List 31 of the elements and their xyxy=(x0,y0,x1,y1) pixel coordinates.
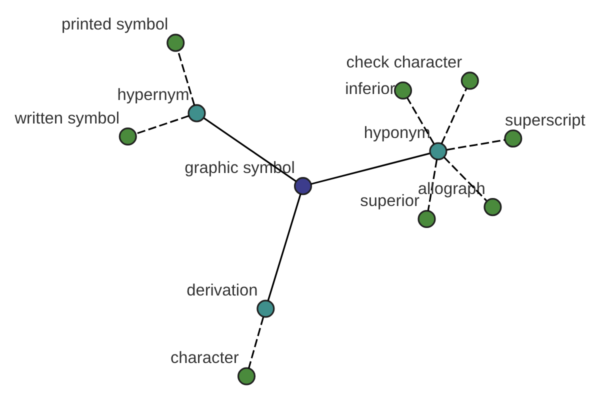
node-label: superior xyxy=(360,191,420,210)
connector xyxy=(440,88,468,144)
node-label: hyponym xyxy=(364,124,430,142)
node-circle xyxy=(188,104,206,122)
connector xyxy=(203,116,296,182)
connector xyxy=(177,50,196,105)
node-circle xyxy=(484,198,502,216)
connector xyxy=(248,316,264,368)
node-label: written symbol xyxy=(14,108,120,127)
node-circle xyxy=(429,142,448,160)
node-circle xyxy=(294,176,312,195)
node-circle xyxy=(238,366,256,385)
node-label: hypernym xyxy=(117,86,190,104)
node-circle xyxy=(118,126,137,146)
node-circle xyxy=(166,33,185,52)
connector xyxy=(406,97,435,144)
connector xyxy=(310,152,430,184)
node-circle xyxy=(418,209,436,228)
connector xyxy=(135,114,190,134)
node-label: derivation xyxy=(186,281,258,300)
node-circle xyxy=(504,129,522,148)
node-label: inferior xyxy=(345,79,396,98)
node-label: superscript xyxy=(505,110,586,129)
node-circle xyxy=(394,80,412,100)
node-label: check character xyxy=(346,53,462,72)
node-circle xyxy=(460,71,479,90)
connector xyxy=(446,138,505,150)
node-circle xyxy=(256,299,275,318)
node-label: character xyxy=(170,348,239,367)
connector xyxy=(267,193,302,300)
node-label: printed symbol xyxy=(62,15,168,34)
